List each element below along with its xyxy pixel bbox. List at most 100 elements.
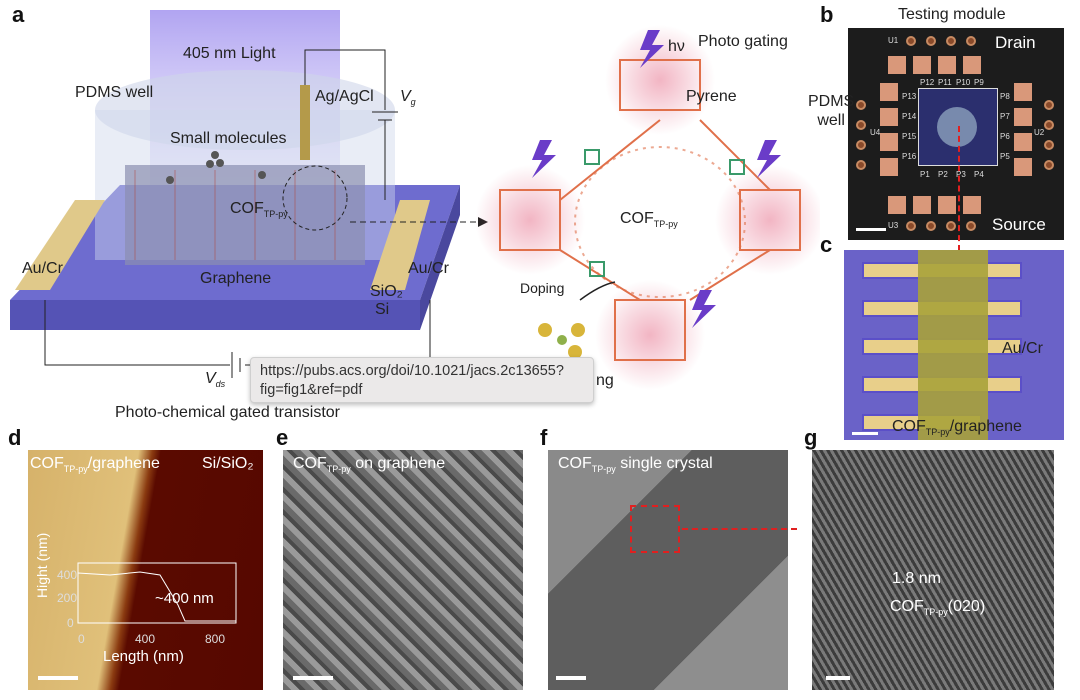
pin-label-bottom: P4 bbox=[974, 170, 984, 179]
vg-label: Vg bbox=[400, 88, 416, 107]
cof-graphene-channel bbox=[918, 250, 988, 440]
cof-text: COF bbox=[230, 200, 264, 217]
pin-label-right: P8 bbox=[1000, 92, 1010, 101]
cof-text: COF bbox=[293, 455, 327, 472]
cof-center-label: COFTP-py bbox=[620, 210, 678, 229]
pin-label-bottom: P1 bbox=[920, 170, 930, 179]
cof-on-graphene-label: COFTP-py on graphene bbox=[293, 455, 445, 474]
cof-graphene-d-label: COFTP-py/graphene bbox=[30, 455, 160, 474]
x-axis-label: Length (nm) bbox=[103, 648, 184, 665]
lattice-plane-label: COFTP-py(020) bbox=[890, 598, 985, 617]
zoom-circle bbox=[282, 165, 348, 231]
tooltip-url-line1: https://pubs.acs.org/doi/10.1021/jacs.2c… bbox=[260, 363, 564, 379]
cof-sub: TP-py bbox=[326, 464, 351, 475]
lightning-icons bbox=[532, 30, 781, 328]
y-tick-0: 0 bbox=[67, 616, 74, 630]
header-label: U1 bbox=[888, 36, 899, 45]
x-tick-800: 800 bbox=[205, 632, 226, 646]
vg-text: V bbox=[400, 88, 411, 105]
hrtem-image bbox=[812, 450, 1054, 690]
panel-label-g: g bbox=[804, 425, 818, 450]
cof-sub: TP-py bbox=[925, 427, 950, 438]
pin-label-left: P14 bbox=[902, 112, 917, 121]
pin-label-top: P10 bbox=[956, 78, 971, 87]
panel-label-c: c bbox=[820, 232, 833, 257]
scale-bar bbox=[852, 432, 878, 435]
pyrene-label: Pyrene bbox=[686, 88, 737, 105]
x-tick-0: 0 bbox=[78, 632, 85, 646]
pin-label-left: P16 bbox=[902, 152, 917, 161]
cof-text: COF bbox=[890, 598, 924, 615]
cof-framework bbox=[499, 59, 801, 361]
cof-sub: TP-py bbox=[63, 464, 88, 475]
substrate-side bbox=[10, 300, 420, 330]
cof-sub: TP-py bbox=[591, 464, 616, 475]
pdms-well-photo-label: PDMS well bbox=[808, 93, 855, 129]
dopant-molecule bbox=[538, 323, 585, 359]
doping-label: Doping bbox=[520, 280, 565, 296]
electrode-left bbox=[15, 200, 105, 290]
ag-agcl-label: Ag/AgCl bbox=[315, 88, 374, 105]
pin-label-left: P13 bbox=[902, 92, 917, 101]
panel-label-a: a bbox=[12, 2, 25, 27]
scale-bar bbox=[556, 676, 586, 680]
pin-label-top: P11 bbox=[938, 78, 952, 87]
y-axis-label: Hight (nm) bbox=[34, 532, 50, 598]
photo-gating-label: Photo gating bbox=[698, 33, 788, 50]
vds-sub: ds bbox=[215, 379, 226, 390]
tem-image bbox=[548, 450, 788, 690]
cof-center-text: COF bbox=[620, 210, 654, 227]
au-cr-right-label: Au/Cr bbox=[408, 260, 449, 277]
source-label: Source bbox=[992, 215, 1046, 234]
red-dashed-arrow bbox=[682, 528, 797, 530]
au-cr-c-label: Au/Cr bbox=[1002, 340, 1043, 357]
vds-label: Vds bbox=[205, 370, 225, 389]
si-label: Si bbox=[375, 301, 390, 318]
chemical-gating-label: ng bbox=[596, 372, 614, 389]
hv-label: hν bbox=[668, 38, 685, 55]
graphene-suffix: /graphene bbox=[87, 455, 160, 472]
height-profile-line bbox=[77, 571, 236, 622]
au-cr-left-label: Au/Cr bbox=[22, 260, 63, 277]
scale-bar bbox=[293, 676, 333, 680]
graphene-suffix: on graphene bbox=[350, 455, 446, 472]
sem-image bbox=[283, 450, 523, 690]
vg-sub: g bbox=[410, 97, 416, 108]
y-tick-200: 200 bbox=[57, 591, 78, 605]
crystal-suffix: single crystal bbox=[615, 455, 713, 472]
scale-bar bbox=[38, 676, 78, 680]
plane-suffix: (020) bbox=[947, 598, 986, 615]
substrate-label: Si/SiO₂ bbox=[202, 455, 254, 472]
y-tick-400: 400 bbox=[57, 568, 78, 582]
pin-label-top: P9 bbox=[974, 78, 984, 87]
pin-label-top: P12 bbox=[920, 78, 935, 87]
cof-center-sub: TP-py bbox=[653, 219, 678, 230]
cof-text: COF bbox=[30, 455, 64, 472]
pdms-well-label: PDMS well bbox=[75, 84, 154, 101]
lattice-spacing-label: 1.8 nm bbox=[892, 570, 941, 587]
red-dashed-arrow bbox=[958, 126, 960, 251]
scale-bar bbox=[856, 228, 886, 231]
drain-label: Drain bbox=[995, 33, 1036, 52]
cof-sub: TP-py bbox=[263, 209, 288, 220]
light-label: 405 nm Light bbox=[183, 45, 276, 62]
panel-label-b: b bbox=[820, 2, 834, 27]
sio2-label: SiO₂ bbox=[370, 283, 403, 300]
pin-label-bottom: P3 bbox=[956, 170, 966, 179]
tooltip-url-line2: fig=fig1&ref=pdf bbox=[260, 382, 363, 398]
pin-label-bottom: P2 bbox=[938, 170, 948, 179]
cof-label: COFTP-py bbox=[230, 200, 288, 219]
pdms-well-ring bbox=[937, 107, 977, 147]
cof-sub: TP-py bbox=[923, 607, 948, 618]
header-label: U3 bbox=[888, 221, 899, 230]
link-tooltip: https://pubs.acs.org/doi/10.1021/jacs.2c… bbox=[250, 357, 594, 403]
testing-module-title: Testing module bbox=[898, 6, 1006, 23]
zoom-region-box bbox=[630, 505, 680, 553]
panel-label-f: f bbox=[540, 425, 548, 450]
reference-electrode bbox=[300, 85, 310, 160]
pdms-well bbox=[95, 70, 395, 150]
vds-text: V bbox=[205, 370, 216, 387]
pin-label-left: P15 bbox=[902, 132, 917, 141]
graphene-label: Graphene bbox=[200, 270, 272, 287]
panel-label-d: d bbox=[8, 425, 22, 450]
